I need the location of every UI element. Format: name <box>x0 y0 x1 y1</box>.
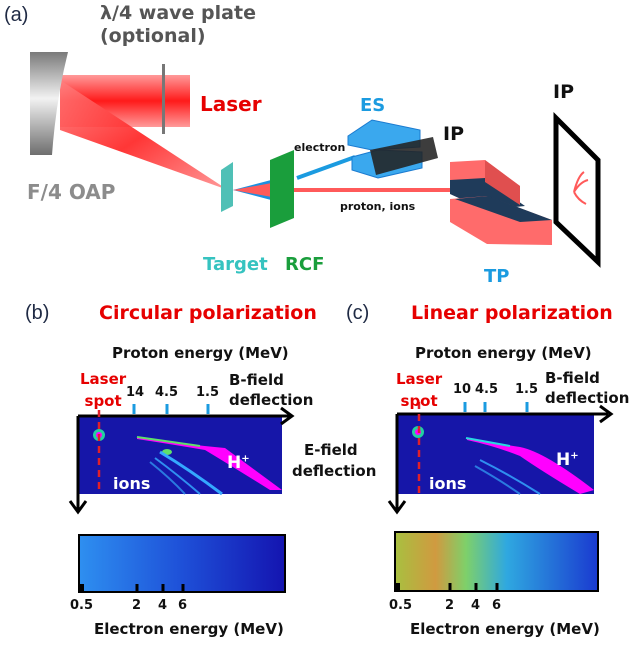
h-label: H <box>227 453 242 473</box>
waveplate-label-line2: (optional) <box>100 25 206 47</box>
efield-label: E-field deflection <box>292 440 376 482</box>
oap-mirror <box>30 52 68 155</box>
waveplate <box>162 64 165 134</box>
panel-c-bfield-label: B-field deflection <box>545 368 629 408</box>
h-sup: + <box>570 450 579 462</box>
panel-b-label: (b) <box>25 302 50 324</box>
target-foil <box>221 162 233 212</box>
panel-b-ion-trace <box>162 449 172 455</box>
panel-c-electron-tick-0: 0.5 <box>389 598 413 613</box>
panel-c-electron-image <box>394 531 599 592</box>
panel-c-ion-trace <box>479 459 541 495</box>
oap-label: F/4 OAP <box>27 180 116 204</box>
panel-c-ions-label: ions <box>429 474 467 493</box>
efield-line2: deflection <box>292 462 377 480</box>
panel-b-bfield-label: B-field deflection <box>229 370 313 410</box>
panel-c-title: Linear polarization <box>411 302 613 324</box>
panel-b-proton-axis: Proton energy (MeV) <box>112 344 289 362</box>
electron-label: electron <box>294 141 346 154</box>
setup-diagram <box>30 52 601 268</box>
panel-c-hplus-label: H+ <box>556 450 579 470</box>
laser-spot-line1: Laser <box>396 370 443 388</box>
es-label: ES <box>360 95 386 116</box>
panel-c-tick-2: 1.5 <box>515 382 539 397</box>
h-sup: + <box>241 453 250 465</box>
panel-a-label: (a) <box>4 4 29 26</box>
ip-large-label: IP <box>553 81 574 103</box>
tp-bottom-plate <box>450 196 552 245</box>
panel-c-laser-spot-label: Laser spot <box>396 368 442 412</box>
panel-b-proton-trace <box>137 437 282 490</box>
waveplate-label: λ/4 wave plate (optional) <box>100 2 256 48</box>
panel-c-tick-1: 4.5 <box>475 382 499 397</box>
laser-label: Laser <box>200 92 262 116</box>
laser-spot-line2: spot <box>84 392 122 410</box>
panel-c-laser-spot <box>412 426 424 438</box>
bfield-line2: deflection <box>545 389 630 407</box>
bfield-line2: deflection <box>229 391 314 409</box>
efield-line1: E-field <box>304 441 358 459</box>
panel-b-ions-label: ions <box>113 474 151 493</box>
proton-ions-label: proton, ions <box>340 200 416 213</box>
tp-label: TP <box>484 266 510 287</box>
target-label: Target <box>203 254 268 275</box>
panel-b-laser-spot-label: Laser spot <box>80 368 126 412</box>
rcf-stack <box>270 150 294 228</box>
panel-c-electron-tick-3: 6 <box>492 598 502 613</box>
panel-b-tick-2: 1.5 <box>196 385 220 400</box>
ip-large <box>553 111 601 268</box>
panel-c-electron-axis: Electron energy (MeV) <box>410 620 600 638</box>
panel-b-electron-image <box>78 534 286 593</box>
panel-c-electron-tick-2: 4 <box>471 598 481 613</box>
panel-b-ion-image <box>78 416 282 494</box>
panel-b-electron-tick-0: 0.5 <box>70 598 94 613</box>
laser-spot-line1: Laser <box>80 370 127 388</box>
panel-b-title: Circular polarization <box>99 302 317 324</box>
ip-small-label: IP <box>443 123 464 145</box>
panel-b-electron-tick-3: 6 <box>178 598 188 613</box>
panel-b-electron-tick-2: 4 <box>158 598 168 613</box>
panel-c-electron-tick-1: 2 <box>445 598 455 613</box>
panel-c-tick-0: 10 <box>453 382 472 397</box>
panel-b-tick-0: 14 <box>126 385 145 400</box>
panel-c-proton-axis: Proton energy (MeV) <box>415 344 592 362</box>
ip-small <box>370 137 438 175</box>
focused-beam <box>60 80 228 190</box>
waveplate-label-line1: λ/4 wave plate <box>100 2 256 24</box>
panel-b-hplus-label: H+ <box>227 453 250 473</box>
rcf-label: RCF <box>285 254 325 275</box>
bfield-line1: B-field <box>229 371 284 389</box>
h-label: H <box>556 450 571 470</box>
panel-b-laser-spot <box>93 429 105 441</box>
electron-path <box>296 155 356 180</box>
bfield-line1: B-field <box>545 369 600 387</box>
panel-b-electron-tick-1: 2 <box>132 598 142 613</box>
panel-c-label: (c) <box>346 302 370 324</box>
panel-b-tick-1: 4.5 <box>155 385 179 400</box>
panel-b-electron-axis: Electron energy (MeV) <box>94 620 284 638</box>
laser-spot-line2: spot <box>400 392 438 410</box>
ip-trace <box>573 171 589 205</box>
